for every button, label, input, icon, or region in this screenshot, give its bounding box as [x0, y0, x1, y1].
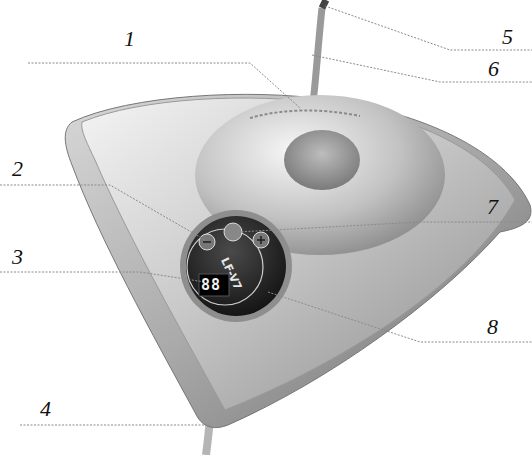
leader-line — [312, 55, 532, 82]
minus-sign — [203, 241, 211, 243]
callout-number: 7 — [487, 196, 498, 218]
callout-number: 6 — [488, 58, 499, 80]
embossed-text-mark — [250, 110, 360, 118]
leader-line — [28, 63, 300, 108]
plus-sign-v — [260, 236, 262, 244]
dome — [195, 95, 445, 255]
base-plate — [65, 94, 531, 427]
callout-number: 8 — [487, 316, 498, 338]
leader-line — [325, 6, 532, 50]
cable-tip — [322, 0, 326, 8]
display-window — [199, 274, 229, 296]
leader-lines — [0, 6, 532, 425]
callout-number: 5 — [502, 26, 513, 48]
plus-button — [253, 232, 269, 248]
handpiece-holder — [284, 130, 360, 190]
control-panel — [186, 216, 286, 316]
leader-line — [0, 185, 205, 240]
callout-number: 4 — [40, 398, 51, 420]
callout-number: 3 — [12, 246, 23, 268]
top-shell — [82, 98, 515, 410]
display-digits: 88 — [201, 278, 221, 293]
minus-button — [199, 234, 215, 250]
leader-line — [238, 222, 532, 232]
callout-number: 1 — [124, 28, 135, 50]
panel-ring — [180, 210, 292, 322]
leader-line — [20, 425, 210, 426]
callout-number: 2 — [12, 158, 23, 180]
leader-line — [268, 292, 532, 342]
leader-line — [0, 272, 205, 282]
panel-outline — [187, 229, 263, 305]
